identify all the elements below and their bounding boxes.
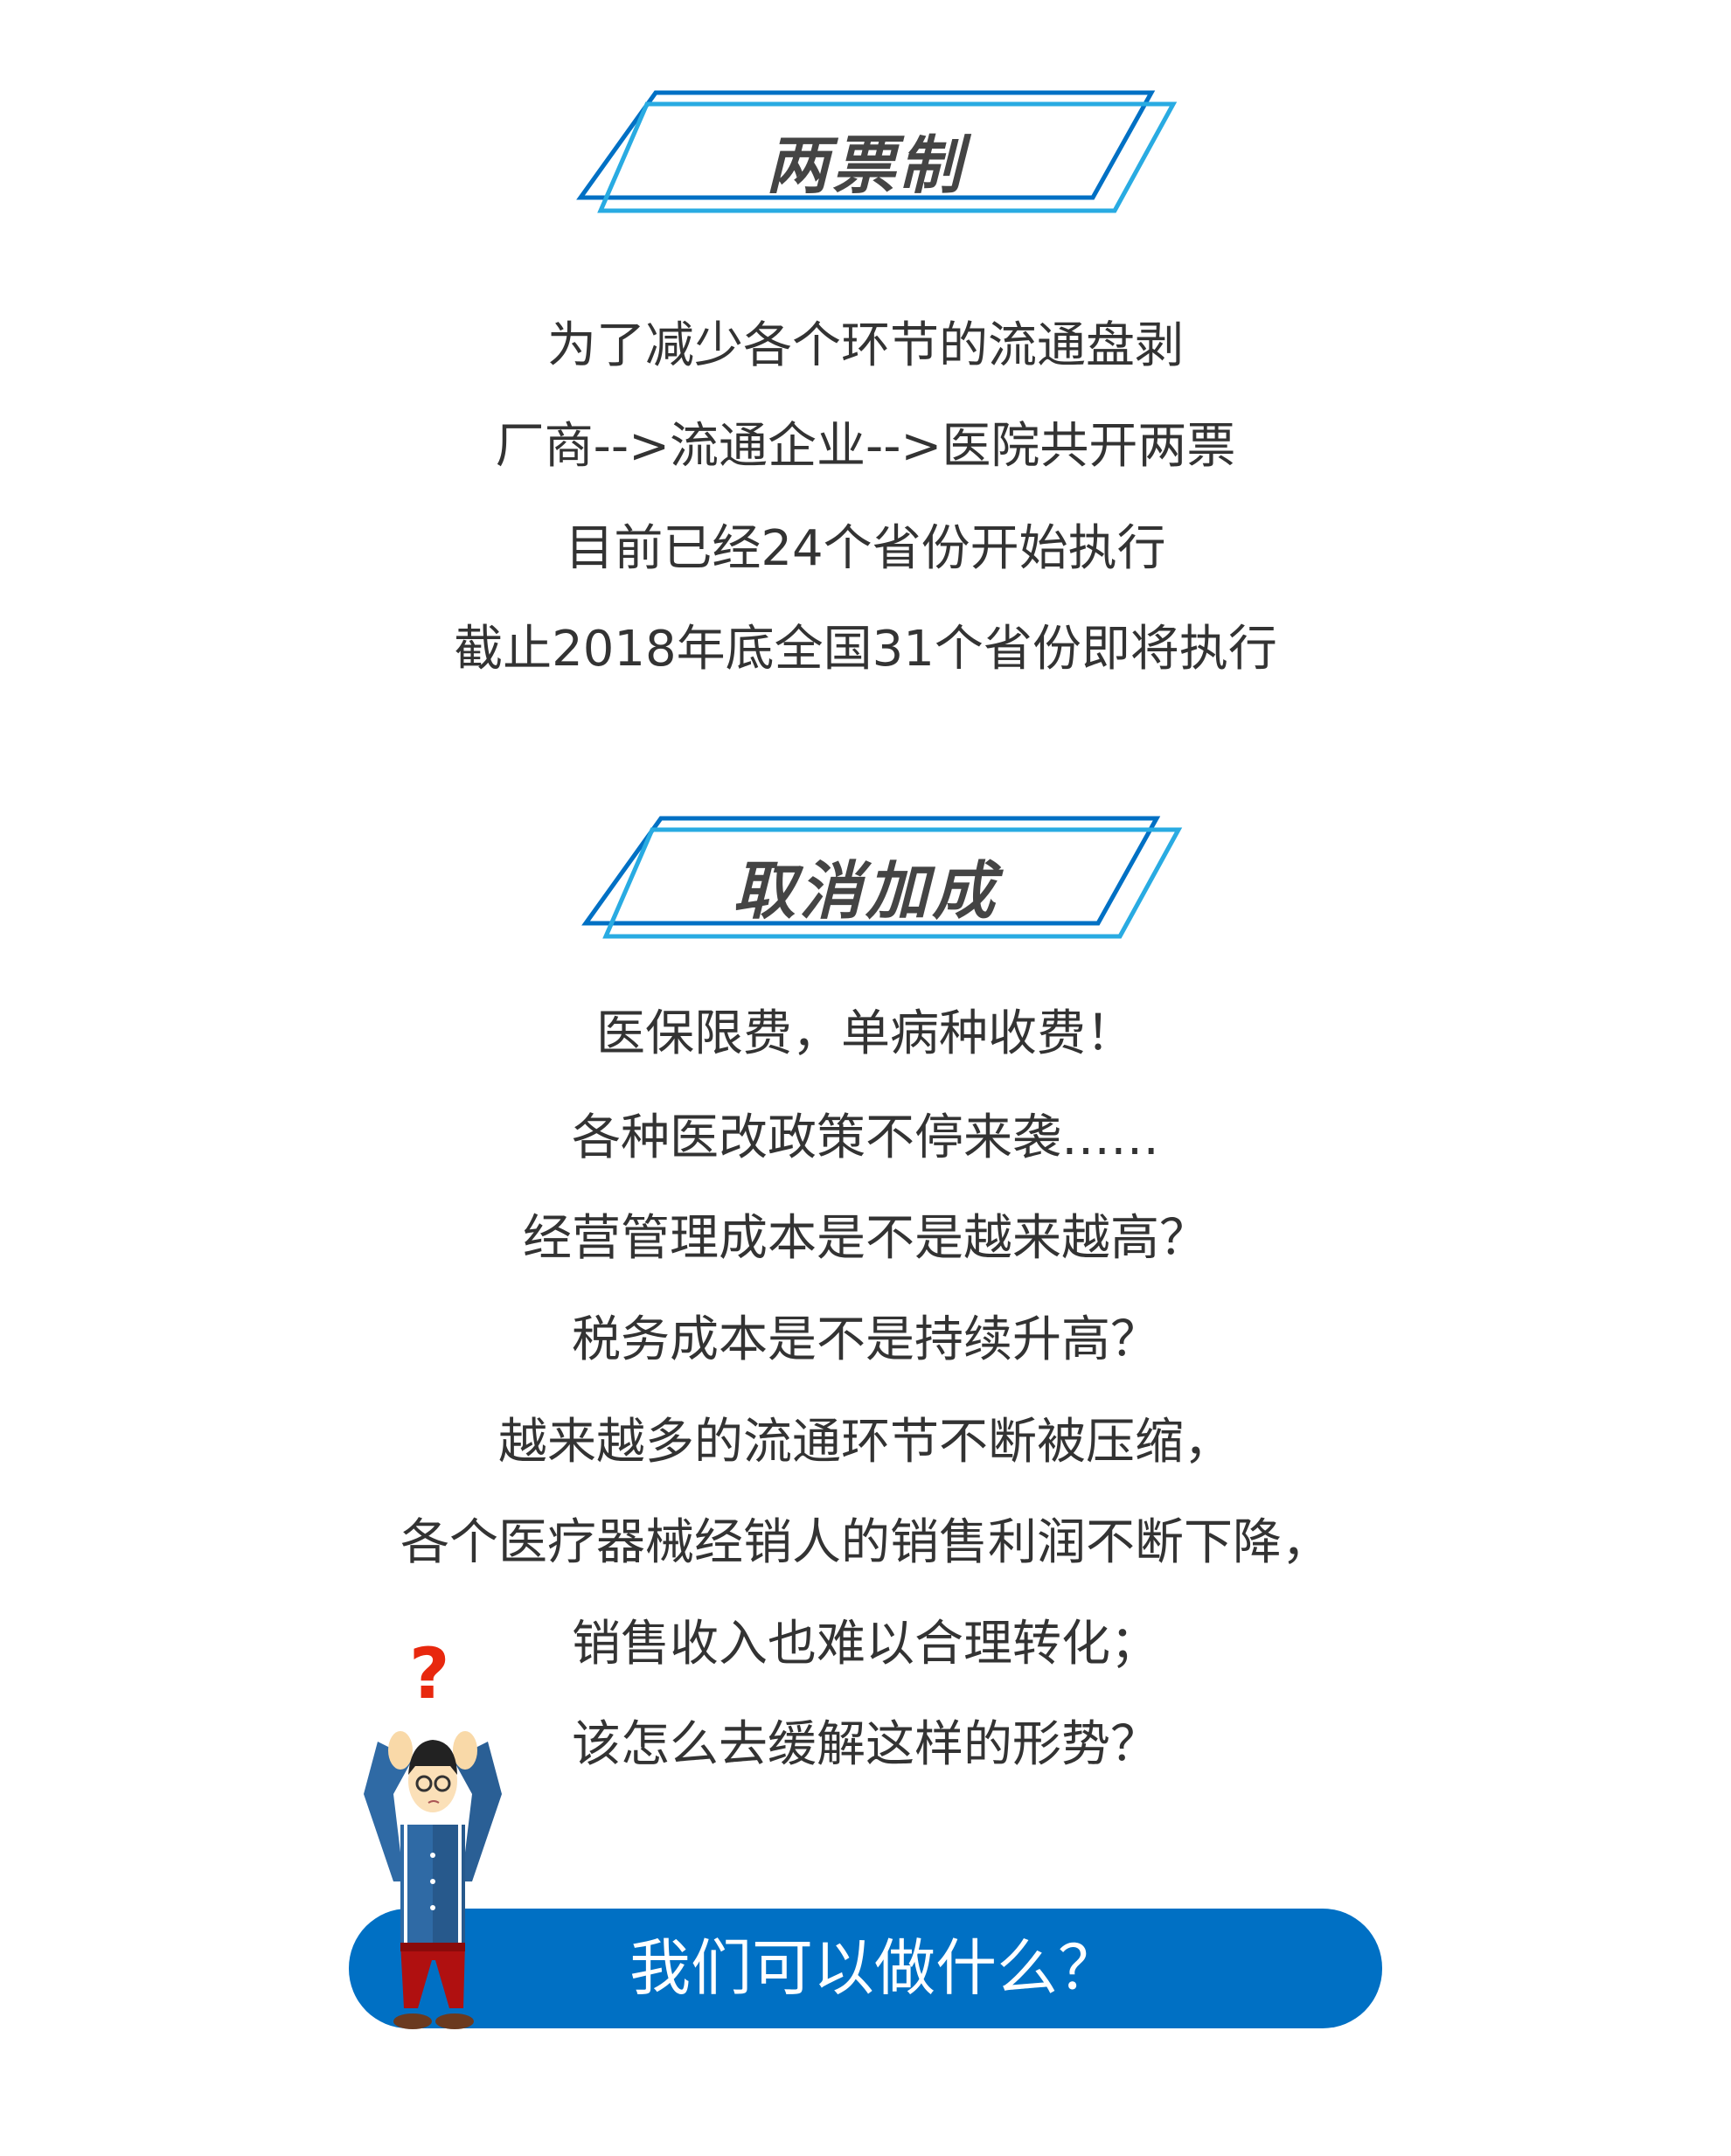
- section2-line: 销售收入也难以合理转化；: [572, 1616, 1159, 1673]
- section1-header: 两票制: [0, 87, 1731, 219]
- parallelogram-frame-icon: [581, 816, 1183, 939]
- confused-man-illustration-icon: ?: [364, 1633, 502, 2029]
- section1-line: 目前已经24个省份开始执行: [565, 520, 1166, 577]
- section2-title: 取消加成: [732, 854, 998, 928]
- question-mark-icon: ?: [409, 1633, 449, 1714]
- cta-label: 我们可以做什么？: [629, 1932, 1119, 2004]
- section1-line: 截止2018年底全国31个省份即将执行: [454, 621, 1277, 678]
- section2-line: 各个医疗器械经销人的销售利润不断下降，: [400, 1514, 1331, 1571]
- parallelogram-frame-icon: [576, 90, 1178, 213]
- section2-line: 越来越多的流通环节不断被压缩，: [498, 1414, 1233, 1471]
- section1-title: 两票制: [765, 129, 965, 202]
- section2-line: 税务成本是不是持续升高？: [572, 1311, 1159, 1368]
- section2-header: 取消加成: [0, 813, 1731, 944]
- section2-line: 医保限费，单病种收费！: [596, 1005, 1135, 1062]
- what-can-we-do-button[interactable]: 我们可以做什么？: [349, 1909, 1382, 2028]
- section1-line: 为了减少各个环节的流通盘剥: [547, 317, 1184, 374]
- section2-line: 各种医改政策不停来袭……: [572, 1109, 1159, 1166]
- section2-line: 经营管理成本是不是越来越高？: [523, 1210, 1208, 1267]
- section1-line: 厂商-->流通企业-->医院共开两票: [495, 418, 1236, 475]
- section2-line: 该怎么去缓解这样的形势？: [572, 1716, 1159, 1773]
